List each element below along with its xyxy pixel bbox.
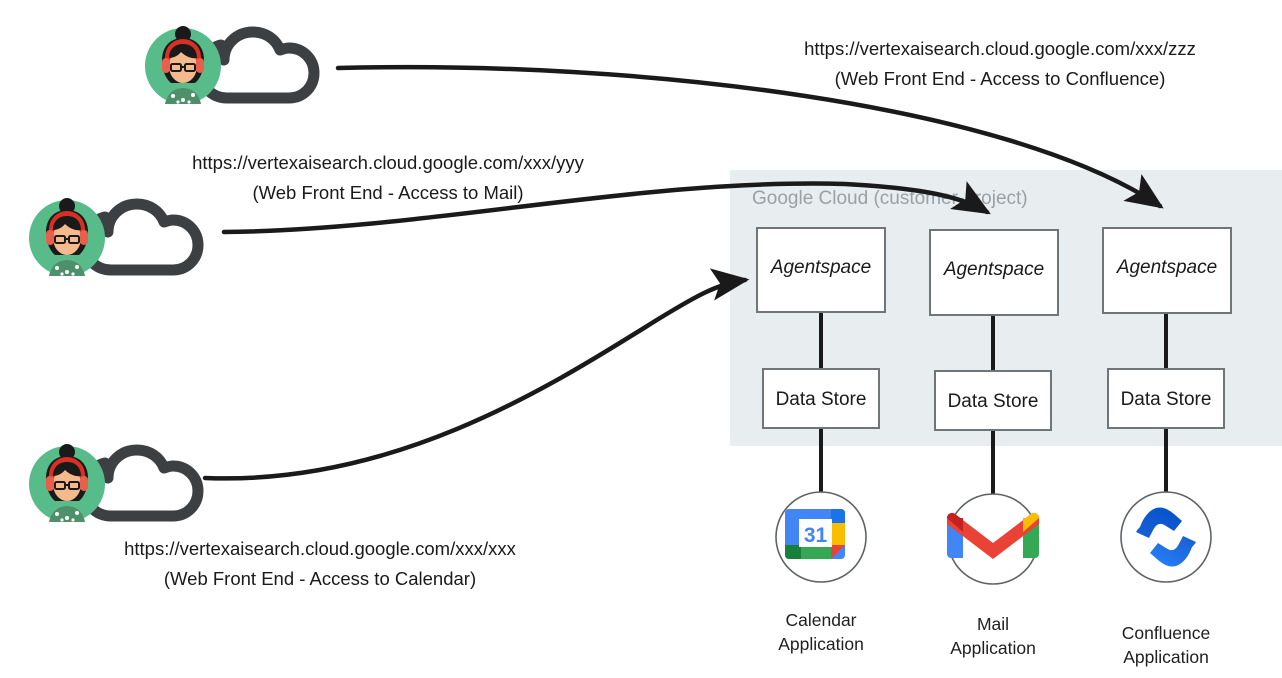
url-label-calendar-url: https://vertexaisearch.cloud.google.com/…: [124, 538, 516, 559]
calendar-app-caption: Calendar Application: [741, 608, 901, 656]
url-label-calendar-desc: (Web Front End - Access to Calendar): [163, 568, 477, 589]
mail-app-caption: Mail Application: [913, 612, 1073, 660]
flow-arrow-mail: [221, 181, 991, 235]
user-cloud-icon: [29, 198, 204, 276]
flow-arrow-confluence: [335, 64, 1164, 209]
user-cloud-calendar: [24, 442, 229, 526]
user-cloud-icon: [145, 26, 320, 104]
google-calendar-icon: 31: [785, 509, 845, 559]
user-cloud-confluence: [140, 24, 345, 108]
user-cloud-mail: [24, 196, 229, 280]
agentspace-box-1-label: Agentspace: [770, 257, 871, 278]
mail-app-caption-line2: Application: [950, 638, 1036, 658]
datastore-box-2-label: Data Store: [948, 391, 1039, 412]
url-label-mail: https://vertexaisearch.cloud.google.com/…: [178, 148, 598, 208]
url-label-confluence-url: https://vertexaisearch.cloud.google.com/…: [804, 38, 1196, 59]
datastore-box-2[interactable]: [934, 370, 1052, 431]
confluence-app-circle[interactable]: [1120, 491, 1212, 583]
datastore-box-1-label: Data Store: [776, 389, 867, 410]
confluence-icon: [1136, 507, 1196, 567]
datastore-box-3[interactable]: [1107, 368, 1225, 429]
calendar-app-caption-line2: Application: [778, 634, 864, 654]
agentspace-box-1[interactable]: [756, 227, 886, 313]
url-label-mail-desc: (Web Front End - Access to Mail): [252, 182, 524, 203]
url-label-confluence-desc: (Web Front End - Access to Confluence): [834, 68, 1166, 89]
datastore-box-3-label: Data Store: [1121, 389, 1212, 410]
svg-text:31: 31: [804, 524, 828, 547]
url-label-confluence: https://vertexaisearch.cloud.google.com/…: [790, 34, 1210, 94]
gmail-icon: [946, 512, 1040, 559]
calendar-app-caption-line1: Calendar: [785, 610, 857, 630]
url-label-mail-url: https://vertexaisearch.cloud.google.com/…: [192, 152, 584, 173]
agentspace-box-2[interactable]: [929, 229, 1059, 316]
confluence-app-caption-line2: Application: [1123, 647, 1209, 667]
url-label-calendar: https://vertexaisearch.cloud.google.com/…: [110, 534, 530, 594]
confluence-app-caption-line1: Confluence: [1121, 623, 1211, 643]
flow-arrow-calendar: [202, 268, 750, 481]
mail-app-caption-line1: Mail: [976, 614, 1010, 634]
agentspace-box-3[interactable]: [1102, 227, 1232, 314]
confluence-app-caption: Confluence Application: [1086, 621, 1246, 669]
agentspace-box-3-label: Agentspace: [1116, 257, 1217, 278]
user-cloud-icon: [29, 444, 204, 522]
datastore-box-1[interactable]: [762, 368, 880, 429]
google-cloud-container-label: Google Cloud (customer-project): [752, 188, 1028, 209]
agentspace-box-2-label: Agentspace: [943, 259, 1044, 280]
